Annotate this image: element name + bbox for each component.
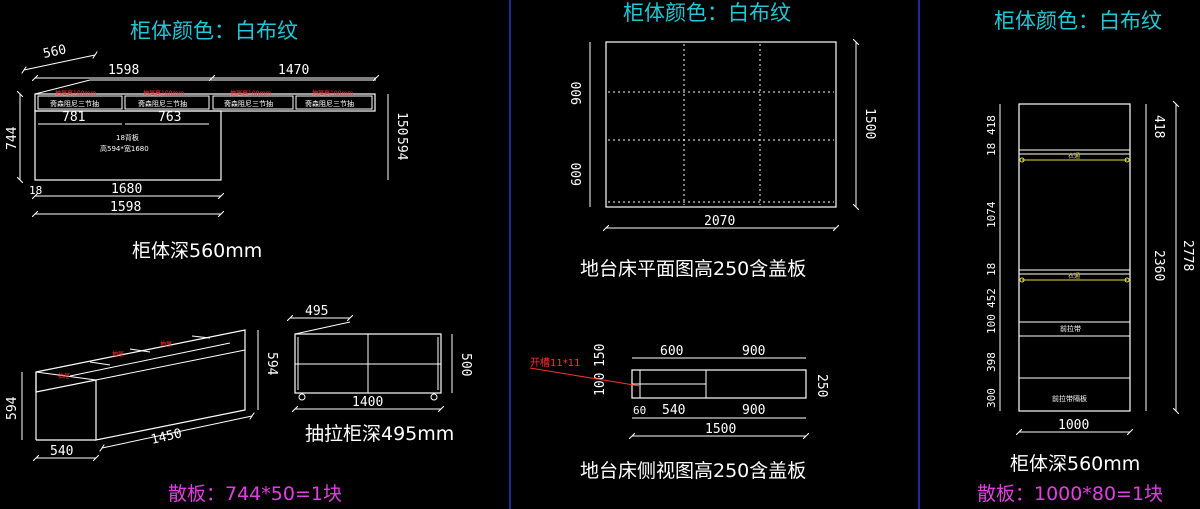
back-panel-line2: 高594*宽1680 [100,144,149,153]
slot-leader [529,367,641,387]
w-dim-18b: 18 [985,263,998,276]
dim-18: 18 [29,184,42,197]
w-dim-18a: 18 [985,143,998,156]
drawer-4 [295,95,373,110]
side-dim-100: 100 [593,373,608,396]
side-dim-600: 600 [660,344,683,359]
iso-mark-2: 抽屉 [112,350,124,358]
plan-label: 地台床平面图高250含盖板 [580,258,806,280]
drawer-mark-1: 抽屉高100mm [55,89,96,97]
iso-dim-540: 540 [50,444,73,459]
left-loose-board: 散板：744*50=1块 [168,483,342,505]
iso-dim-1450: 1450 [150,426,184,448]
right-color-title: 柜体颜色：白布纹 [994,9,1162,33]
middle-color-title: 柜体颜色：白布纹 [623,1,791,25]
plan-dim-1500: 1500 [862,108,877,139]
side-label: 地台床侧视图高250含盖板 [580,460,806,482]
w-dim-100: 100 [985,314,998,334]
drawer-2 [124,95,210,110]
dim-1598-bottom: 1598 [110,200,141,215]
iso-cabinet [35,329,246,441]
dim-781: 781 [62,110,85,125]
plan-dim-900: 900 [570,82,585,105]
iso-dim-594a: 594 [5,396,20,420]
wardrobe-drawer-1: 前拉带 [1060,324,1081,333]
dim-744: 744 [5,126,20,150]
dim-1598-top: 1598 [108,63,139,78]
w-dim-2360: 2360 [1151,250,1166,281]
dim-763: 763 [158,110,181,125]
hanger-label-2: 衣通 [1068,272,1080,280]
drawer-dim-495: 495 [305,304,328,319]
drawer-depth-label: 抽拉柜深495mm [305,423,454,445]
right-loose-board: 散板：1000*80=1块 [977,483,1163,505]
drawer-dim-1400: 1400 [352,395,383,410]
svg-text:560: 560 [42,42,68,62]
slot-label: 开槽11*11 [530,356,580,369]
plan-dim-2070: 2070 [704,214,735,229]
drawer-3 [212,95,294,110]
left-color-title: 柜体颜色：白布纹 [130,19,298,43]
left-depth-label: 柜体深560mm [132,240,262,262]
side-dim-250: 250 [814,374,829,397]
dim-1450-line [102,416,252,448]
dim-594: 594 [394,137,409,161]
side-dim-60: 60 [633,404,646,417]
side-dim-900a: 900 [742,344,765,359]
bed-side [631,369,807,399]
iso-mark-1: 抽屉 [58,372,70,380]
drawer-label-3: 斋森阻尼三节抽 [224,99,273,108]
side-dim-1500: 1500 [705,422,736,437]
cabinet-body [34,110,222,181]
right-depth-label: 柜体深560mm [1010,453,1140,475]
dim-1680: 1680 [111,182,142,197]
w-dim-418: 418 [985,115,998,135]
side-dim-540: 540 [662,403,685,418]
wardrobe [1018,103,1131,412]
drawer-1 [37,95,123,110]
wardrobe-drawer-2: 前拉带隔板 [1052,394,1087,403]
drawer-dim-500: 500 [458,353,473,376]
w-dim-2778: 2778 [1180,240,1195,271]
w-dim-300: 300 [985,388,998,408]
dim-1470: 1470 [278,63,309,78]
drawer-label-1: 斋森阻尼三节抽 [50,99,99,108]
dim-150: 150 [394,112,409,135]
plan-dim-600: 600 [570,163,585,186]
w-dim-398: 398 [985,352,998,372]
iso-dim-594b: 594 [264,352,279,376]
drawer-box [294,321,442,401]
back-panel-line1: 18背板 [116,133,139,142]
side-dim-900b: 900 [742,403,765,418]
w-dim-1074: 1074 [985,201,998,228]
dim-560-slanted: 560 [24,42,95,70]
top-slant-left [34,79,91,95]
w-dim-452: 452 [985,288,998,308]
w-dim-418r: 418 [1151,115,1166,138]
drawer-mark-3: 抽屉高100mm [230,89,271,97]
w-dim-1000: 1000 [1058,418,1089,433]
bed-plan [605,41,837,208]
iso-mark-3: 抽屉 [160,340,172,348]
hanger-label-1: 衣通 [1068,152,1080,160]
side-dim-150: 150 [593,344,608,367]
drawer-label-4: 斋森阻尼三节抽 [305,99,354,108]
drawer-mark-4: 抽屉高100mm [312,89,353,97]
drawer-mark-2: 抽屉高100mm [143,89,184,97]
drawer-label-2: 斋森阻尼三节抽 [138,99,187,108]
